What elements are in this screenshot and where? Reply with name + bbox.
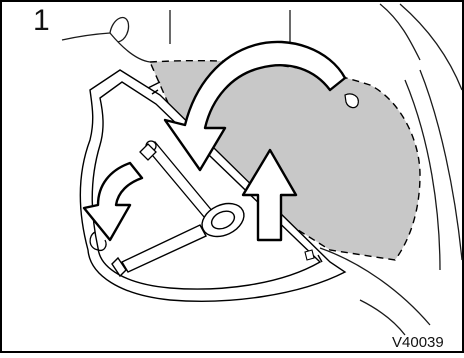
step-number: 1 [33, 6, 50, 36]
cover-bolt [305, 250, 314, 260]
figure-code: V40039 [392, 335, 458, 350]
